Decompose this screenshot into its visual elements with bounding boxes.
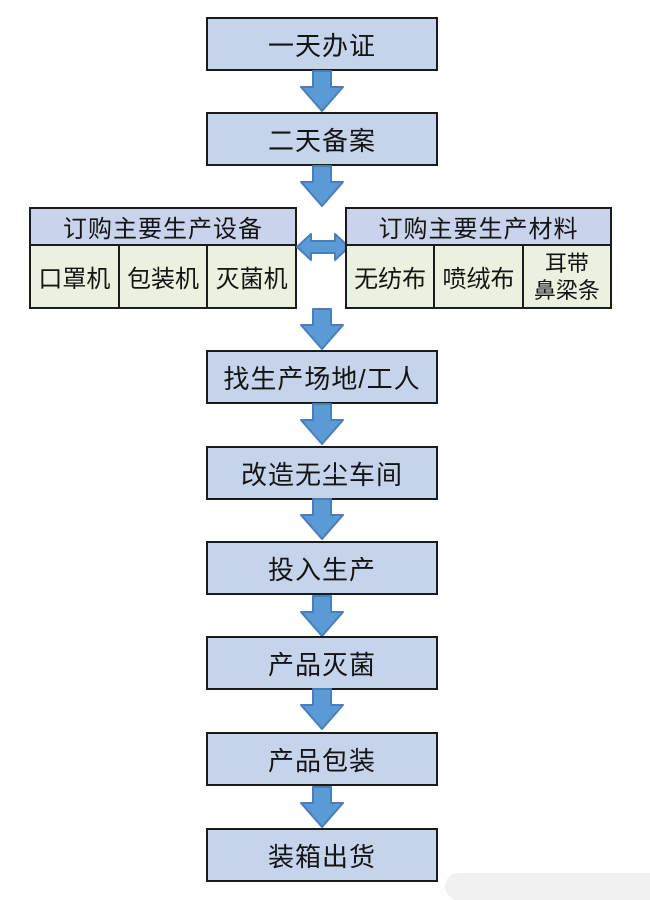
flow-step-site-workers-box: 找生产场地/工人 <box>206 350 438 404</box>
down-arrow-icon <box>300 165 344 207</box>
materials-table: 订购主要生产材料 无纺布 喷绒布 耳带 鼻梁条 <box>345 207 612 309</box>
equipment-cell-sterilizer-machine: 灭菌机 <box>206 246 295 307</box>
equipment-table: 订购主要生产设备 口罩机 包装机 灭菌机 <box>29 207 297 309</box>
flow-step-label: 产品灭菌 <box>267 649 376 680</box>
materials-table-header: 订购主要生产材料 <box>347 209 610 246</box>
materials-cell-line-2: 鼻梁条 <box>533 277 600 303</box>
down-arrow-icon <box>300 786 344 828</box>
down-arrow-icon <box>300 308 344 350</box>
equipment-cell-packing-machine: 包装机 <box>117 246 207 307</box>
flow-step-sterilization-box: 产品灭菌 <box>206 636 438 690</box>
flow-step-certification-box: 一天办证 <box>206 17 438 71</box>
flow-step-label: 二天备案 <box>267 125 376 156</box>
flow-step-label: 投入生产 <box>267 554 376 585</box>
flow-step-shipping-box: 装箱出货 <box>206 828 438 882</box>
materials-cell-line-1: 耳带 <box>544 250 589 276</box>
flow-step-label: 产品包装 <box>267 745 376 776</box>
left-right-arrow-icon <box>296 233 350 261</box>
materials-cell-earloop-nosebridge: 耳带 鼻梁条 <box>521 246 610 307</box>
equipment-cell-mask-machine: 口罩机 <box>38 266 111 293</box>
down-arrow-icon <box>300 70 344 112</box>
flow-step-filing-box: 二天备案 <box>206 112 438 166</box>
flow-step-start-production-box: 投入生产 <box>206 541 438 595</box>
flow-step-label: 找生产场地/工人 <box>223 363 421 394</box>
down-arrow-icon <box>300 688 344 730</box>
equipment-table-header: 订购主要生产设备 <box>31 209 295 246</box>
equipment-table-body: 口罩机 包装机 灭菌机 <box>31 246 295 307</box>
background-artifact <box>445 873 650 900</box>
flow-step-label: 改造无尘车间 <box>240 459 403 490</box>
flow-step-packaging-box: 产品包装 <box>206 732 438 786</box>
down-arrow-icon <box>300 595 344 637</box>
materials-cell-meltblown-fabric: 喷绒布 <box>433 246 521 307</box>
flow-step-label: 一天办证 <box>267 30 376 61</box>
down-arrow-icon <box>300 403 344 445</box>
flow-step-cleanroom-box: 改造无尘车间 <box>206 446 438 500</box>
materials-cell-nonwoven-fabric: 无纺布 <box>354 266 427 293</box>
materials-table-body: 无纺布 喷绒布 耳带 鼻梁条 <box>347 246 610 307</box>
down-arrow-icon <box>300 498 344 540</box>
flow-step-label: 装箱出货 <box>267 841 376 872</box>
